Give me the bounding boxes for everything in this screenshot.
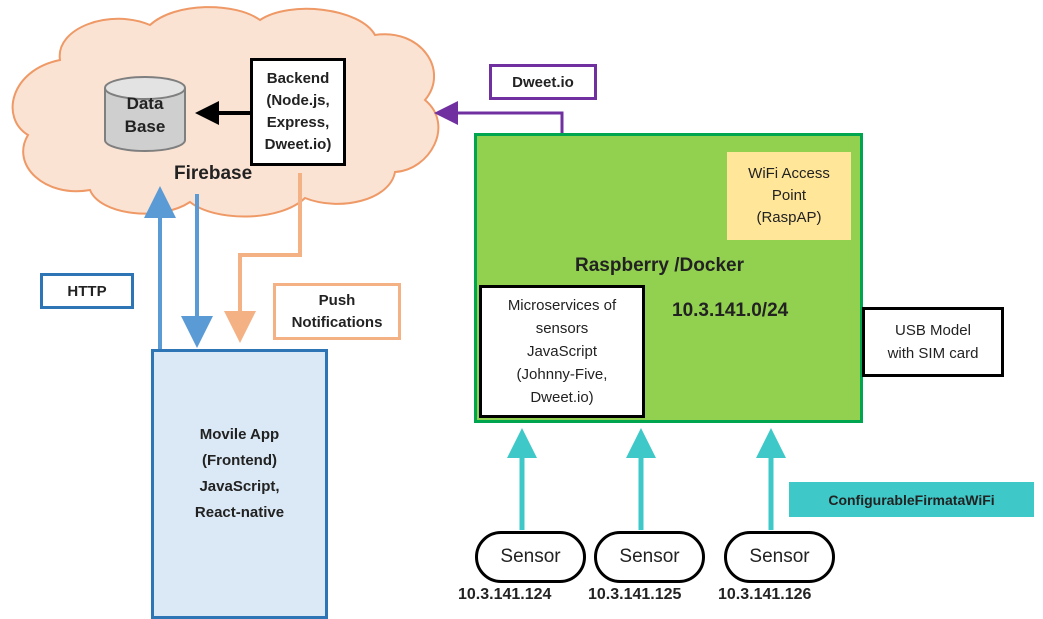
firebase-label: Firebase bbox=[174, 163, 253, 184]
dweet-io-box: Dweet.io bbox=[489, 64, 597, 100]
sensor-3: Sensor bbox=[724, 531, 835, 583]
microservices-box: Microservices of sensors JavaScript (Joh… bbox=[479, 285, 645, 418]
sensor-2: Sensor bbox=[594, 531, 705, 583]
push-notifications-arrow bbox=[224, 173, 302, 343]
network-label: 10.3.141.0/24 bbox=[672, 300, 789, 321]
database-icon bbox=[104, 76, 186, 152]
http-box: HTTP bbox=[40, 273, 134, 309]
raspberry-docker-label: Raspberry /Docker bbox=[575, 255, 744, 276]
sensor-2-ip: 10.3.141.125 bbox=[588, 586, 682, 603]
sensor-3-ip: 10.3.141.126 bbox=[718, 586, 812, 603]
wifi-access-point-box: WiFi Access Point (RaspAP) bbox=[727, 152, 851, 240]
database-label: Data Base bbox=[124, 94, 166, 136]
sensor-1-ip: 10.3.141.124 bbox=[458, 586, 552, 603]
usb-modem-box: USB Model with SIM card bbox=[862, 307, 1004, 377]
push-notifications-box: Push Notifications bbox=[273, 283, 401, 340]
firmata-label-box: ConfigurableFirmataWiFi bbox=[789, 482, 1034, 517]
sensor-1: Sensor bbox=[475, 531, 586, 583]
mobile-app-box: Movile App (Frontend) JavaScript, React-… bbox=[151, 349, 328, 619]
backend-box: Backend (Node.js, Express, Dweet.io) bbox=[250, 58, 346, 166]
